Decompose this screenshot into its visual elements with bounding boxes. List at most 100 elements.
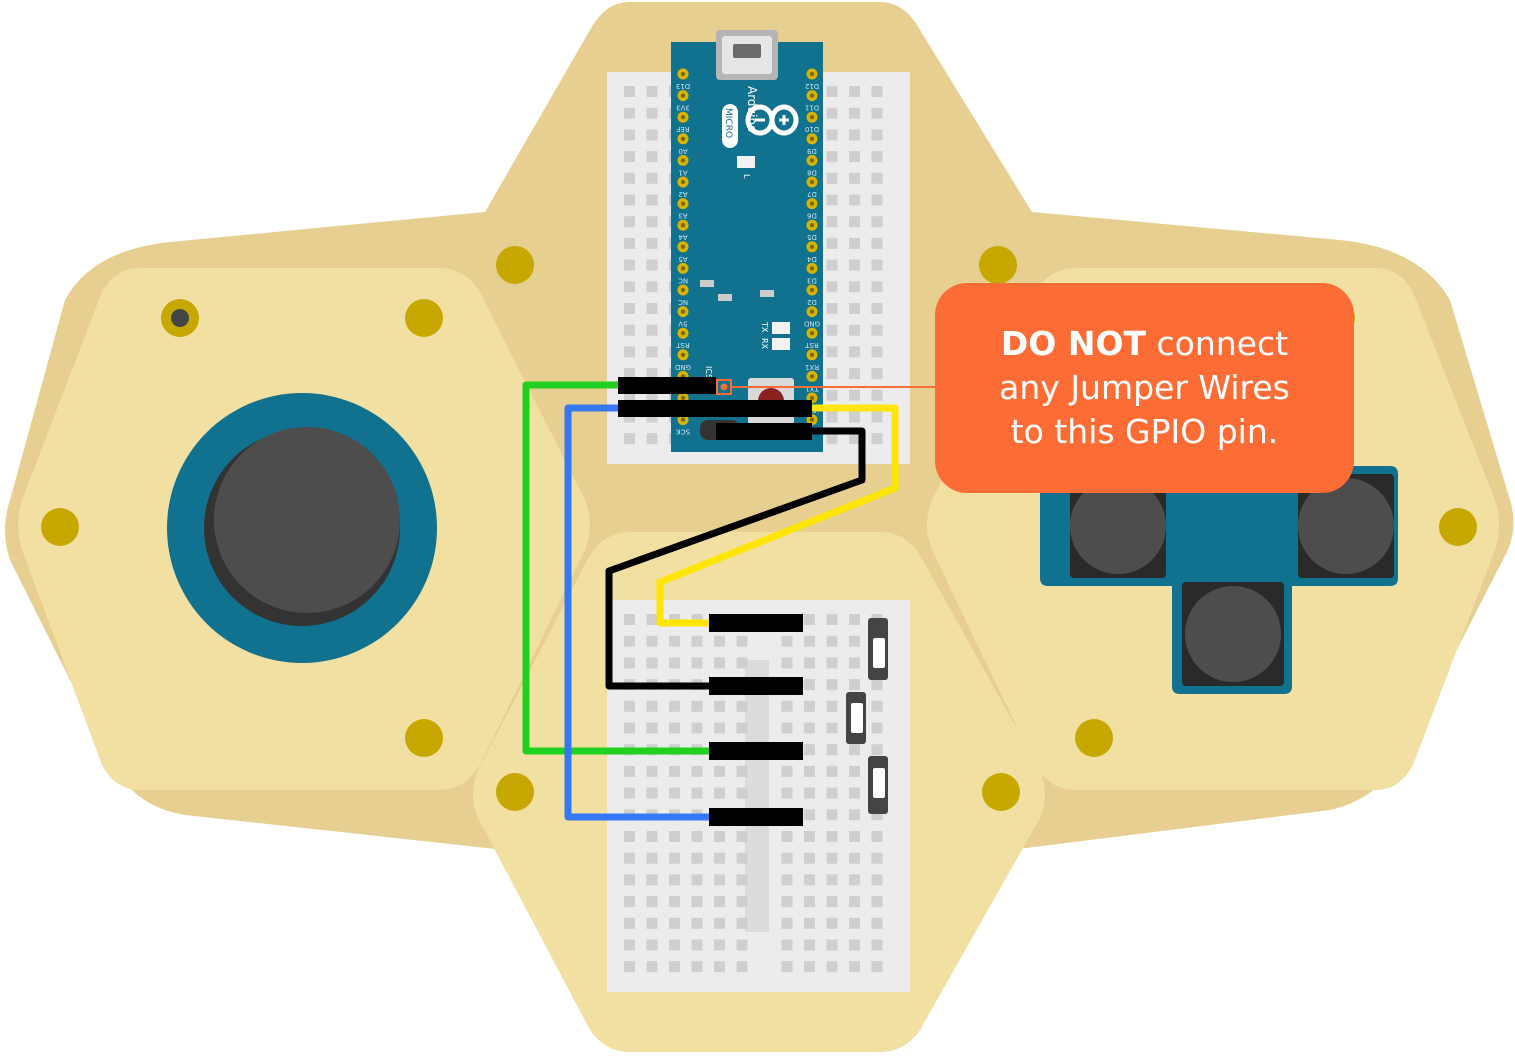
screw bbox=[1075, 719, 1113, 757]
wire-connector bbox=[716, 400, 812, 417]
header-pin-hole bbox=[809, 287, 815, 293]
breadboard-hole bbox=[691, 874, 703, 886]
breadboard-hole bbox=[669, 961, 680, 973]
breadboard-hole bbox=[871, 874, 883, 886]
breadboard-hole bbox=[826, 765, 838, 777]
breadboard-hole bbox=[646, 614, 658, 625]
pin-label: A1 bbox=[678, 168, 687, 176]
bottom-breadboard bbox=[607, 600, 910, 992]
breadboard-hole bbox=[646, 389, 658, 401]
pin-label: A4 bbox=[678, 233, 688, 241]
breadboard-hole bbox=[624, 86, 635, 97]
breadboard-hole bbox=[669, 722, 680, 734]
wire-connector bbox=[618, 400, 716, 417]
breadboard-hole bbox=[714, 787, 725, 799]
breadboard-hole bbox=[849, 809, 860, 821]
pin-label: D12 bbox=[805, 82, 819, 90]
breadboard-hole bbox=[826, 259, 838, 271]
breadboard-hole bbox=[669, 896, 680, 908]
breadboard-hole bbox=[646, 700, 658, 712]
breadboard-hole bbox=[871, 852, 883, 864]
pin-label: A0 bbox=[678, 147, 687, 155]
wire-connector bbox=[618, 377, 716, 394]
breadboard-hole bbox=[804, 896, 815, 908]
breadboard-hole bbox=[646, 324, 658, 336]
breadboard-hole bbox=[624, 216, 635, 228]
header-pin-hole bbox=[680, 71, 686, 77]
breadboard-hole bbox=[871, 216, 883, 228]
pin-label: D3 bbox=[807, 276, 817, 284]
black-wire bbox=[605, 427, 866, 690]
header-pin-hole bbox=[809, 309, 815, 314]
breadboard-hole bbox=[826, 614, 838, 625]
breadboard-hole bbox=[849, 657, 860, 669]
joystick-cap bbox=[214, 427, 400, 613]
breadboard-hole bbox=[871, 86, 883, 97]
breadboard-hole bbox=[871, 303, 883, 314]
breadboard-hole bbox=[691, 939, 703, 951]
callout-line1-text: connect bbox=[1146, 324, 1289, 363]
screw bbox=[41, 508, 79, 546]
breadboard-hole bbox=[849, 389, 860, 401]
wire-connectors bbox=[618, 377, 812, 826]
callout-bold-text: DO NOT bbox=[1000, 324, 1147, 363]
breadboard-hole bbox=[826, 346, 838, 358]
breadboard-hole bbox=[691, 765, 703, 777]
header-pin-hole bbox=[680, 395, 686, 401]
breadboard-hole bbox=[804, 961, 815, 973]
pin-label: D6 bbox=[807, 212, 817, 220]
breadboard-hole bbox=[646, 346, 658, 358]
breadboard-hole bbox=[804, 765, 815, 777]
pin-label: D11 bbox=[805, 104, 819, 112]
breadboard-hole bbox=[849, 107, 860, 119]
header-pin-hole bbox=[680, 331, 686, 336]
breadboard-hole bbox=[736, 874, 748, 886]
breadboard-hole bbox=[624, 303, 635, 314]
breadboard-hole bbox=[871, 281, 883, 293]
tx-label: TX bbox=[760, 321, 769, 333]
breadboard-hole bbox=[826, 896, 838, 908]
breadboard-hole bbox=[849, 172, 860, 184]
pin-label: D5 bbox=[807, 233, 817, 241]
breadboard-hole bbox=[826, 744, 838, 756]
screw bbox=[982, 773, 1020, 811]
breadboard-hole bbox=[871, 368, 883, 380]
pin-label: NC bbox=[678, 276, 688, 284]
breadboard-hole bbox=[804, 852, 815, 864]
breadboard-hole bbox=[826, 129, 838, 141]
breadboard-hole bbox=[691, 657, 703, 669]
breadboard-hole bbox=[646, 635, 658, 647]
breadboard-hole bbox=[669, 700, 680, 712]
breadboard-hole bbox=[691, 787, 703, 799]
breadboard-hole bbox=[624, 129, 635, 141]
breadboard-hole bbox=[669, 635, 680, 647]
breadboard-hole bbox=[804, 831, 815, 842]
header-pin-hole bbox=[809, 417, 815, 422]
breadboard-hole bbox=[804, 679, 815, 691]
breadboard-hole bbox=[646, 961, 658, 973]
header-pin-hole bbox=[809, 179, 815, 185]
breadboard-hole bbox=[624, 787, 635, 799]
breadboard-hole bbox=[849, 129, 860, 141]
breadboard-hole bbox=[826, 635, 838, 647]
pin-label: RX1 bbox=[805, 363, 819, 371]
breadboard-hole bbox=[871, 324, 883, 336]
screw bbox=[496, 246, 534, 284]
breadboard-hole bbox=[646, 831, 658, 842]
screw bbox=[405, 719, 443, 757]
tactile-switches bbox=[846, 618, 888, 814]
pin-label: D2 bbox=[807, 298, 817, 306]
blue-wire bbox=[564, 404, 715, 821]
arduino-logo bbox=[745, 104, 799, 136]
pin-label: REF bbox=[676, 125, 689, 133]
breadboard-hole bbox=[624, 346, 635, 358]
header-pin-hole bbox=[809, 395, 815, 401]
header-pin-hole bbox=[680, 266, 686, 271]
pin-label: GND bbox=[804, 320, 820, 328]
breadboard-hole bbox=[669, 787, 680, 799]
breadboard-hole bbox=[624, 614, 635, 625]
header-pin-hole bbox=[809, 71, 815, 77]
breadboard-hole bbox=[714, 961, 725, 973]
header-pin-hole bbox=[809, 352, 815, 357]
